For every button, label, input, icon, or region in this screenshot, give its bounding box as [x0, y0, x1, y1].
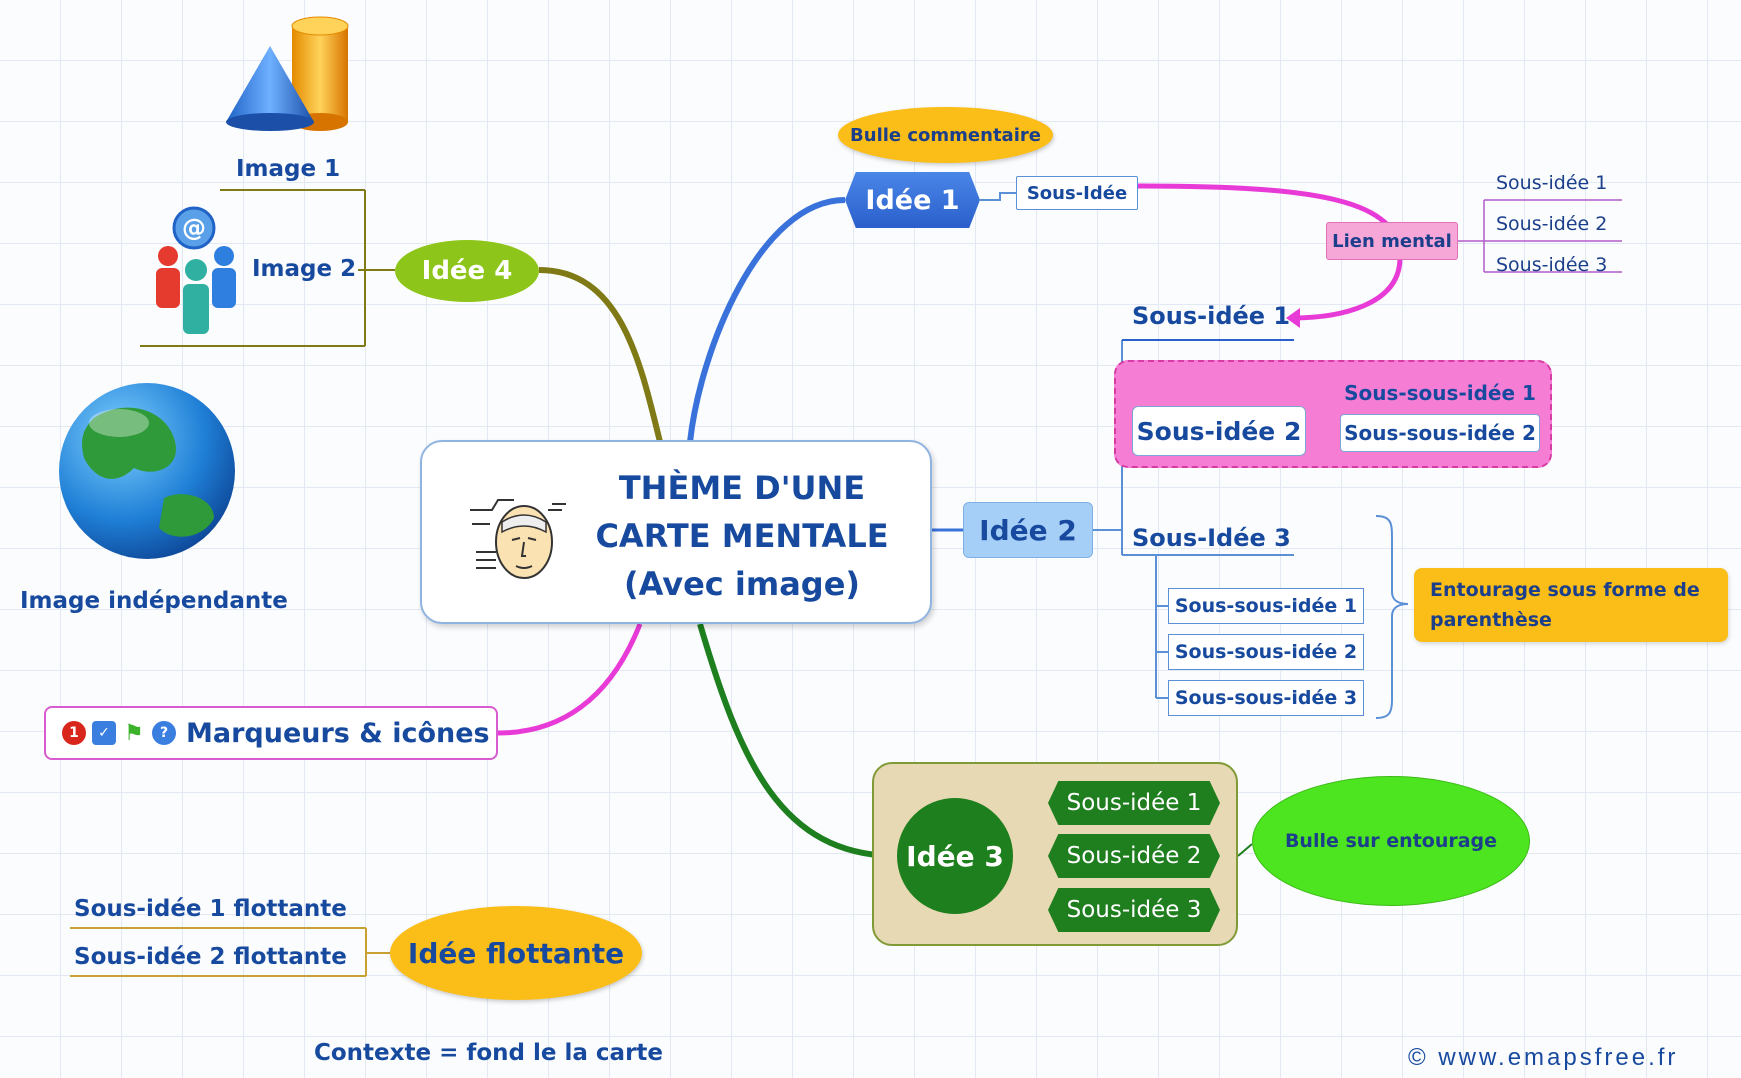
bracket-label-line1: Entourage sous forme de	[1430, 579, 1700, 601]
central-line3: (Avec image)	[623, 565, 861, 603]
image1-label: Image 1	[236, 156, 341, 182]
markers-node[interactable]: 1 ✓ ⚑ ? Marqueurs & icônes	[44, 706, 498, 760]
link-floating-subs	[70, 927, 390, 977]
idea2-sub3-child-2[interactable]: Sous-sous-idée 2	[1168, 634, 1364, 670]
number-marker-icon: 1	[62, 721, 86, 745]
mental-link-arrowhead	[1286, 308, 1300, 328]
bracket	[1375, 515, 1409, 719]
link-idea1-sub	[980, 192, 1016, 201]
central-line1: THÈME D'UNE	[618, 469, 866, 507]
mental-link-node[interactable]: Lien mental	[1326, 222, 1458, 260]
idea1-node[interactable]: Idée 1	[845, 172, 980, 228]
enclosure-bubble[interactable]: Bulle sur entourage	[1252, 776, 1530, 906]
bracket-label[interactable]: Entourage sous forme de parenthèse	[1414, 568, 1728, 642]
link-idea1	[687, 197, 846, 443]
shapes-icon	[226, 16, 349, 131]
central-title: THÈME D'UNE CARTE MENTALE (Avec image)	[572, 464, 912, 608]
idea3-sub-2[interactable]: Sous-idée 2	[1048, 834, 1220, 878]
checkbox-icon: ✓	[92, 721, 116, 745]
central-line2: CARTE MENTALE	[595, 517, 889, 555]
help-icon: ?	[152, 721, 176, 745]
idea2-sub1[interactable]: Sous-idée 1	[1132, 302, 1291, 330]
central-topic[interactable]: THÈME D'UNE CARTE MENTALE (Avec image)	[420, 440, 932, 624]
idea3-sub-1[interactable]: Sous-idée 1	[1048, 781, 1220, 825]
link-sub3-children	[1155, 555, 1168, 699]
floating-idea-node[interactable]: Idée flottante	[390, 906, 642, 1000]
link-idea3	[697, 623, 898, 859]
idea3-sub-3[interactable]: Sous-idée 3	[1048, 888, 1220, 932]
bracket-label-line2: parenthèse	[1430, 609, 1552, 631]
idea2-sub3-child-3[interactable]: Sous-sous-idée 3	[1168, 680, 1364, 716]
idea2-sub3-child-1[interactable]: Sous-sous-idée 1	[1168, 588, 1364, 624]
head-icon	[470, 499, 566, 579]
idea2-sub2-child-2[interactable]: Sous-sous-idée 2	[1340, 414, 1540, 452]
svg-text:@: @	[182, 214, 206, 242]
link-lien-subs	[1458, 199, 1622, 273]
image2-label: Image 2	[252, 256, 357, 282]
mental-link-sub-2[interactable]: Sous-idée 2	[1496, 213, 1608, 235]
people-email-icon: @	[156, 206, 236, 334]
idea2-sub3[interactable]: Sous-Idée 3	[1132, 524, 1291, 552]
copyright: © www.emapsfree.fr	[1408, 1044, 1679, 1071]
link-idea4-images	[140, 189, 395, 347]
idea3-node[interactable]: Idée 3	[897, 798, 1013, 914]
context-label: Contexte = fond le la carte	[314, 1040, 664, 1066]
link-markers	[497, 623, 643, 736]
globe-icon	[59, 383, 235, 559]
idea4-node[interactable]: Idée 4	[395, 240, 539, 302]
idea2-node[interactable]: Idée 2	[963, 502, 1093, 558]
comment-bubble[interactable]: Bulle commentaire	[838, 107, 1053, 163]
idea1-subtopic[interactable]: Sous-Idée	[1016, 176, 1138, 210]
markers-label: Marqueurs & icônes	[186, 717, 490, 749]
mental-link-sub-1[interactable]: Sous-idée 1	[1496, 172, 1608, 194]
idea2-sub2-child-1[interactable]: Sous-sous-idée 1	[1344, 381, 1536, 405]
link-idea4	[538, 267, 663, 443]
link-bubble	[1237, 843, 1253, 857]
idea2-sub2[interactable]: Sous-idée 2	[1132, 406, 1306, 456]
floating-sub-2[interactable]: Sous-idée 2 flottante	[74, 944, 347, 970]
mental-link-sub-3[interactable]: Sous-idée 3	[1496, 254, 1608, 276]
independent-image-label: Image indépendante	[20, 588, 288, 614]
flag-icon: ⚑	[124, 720, 144, 746]
floating-sub-1[interactable]: Sous-idée 1 flottante	[74, 896, 347, 922]
